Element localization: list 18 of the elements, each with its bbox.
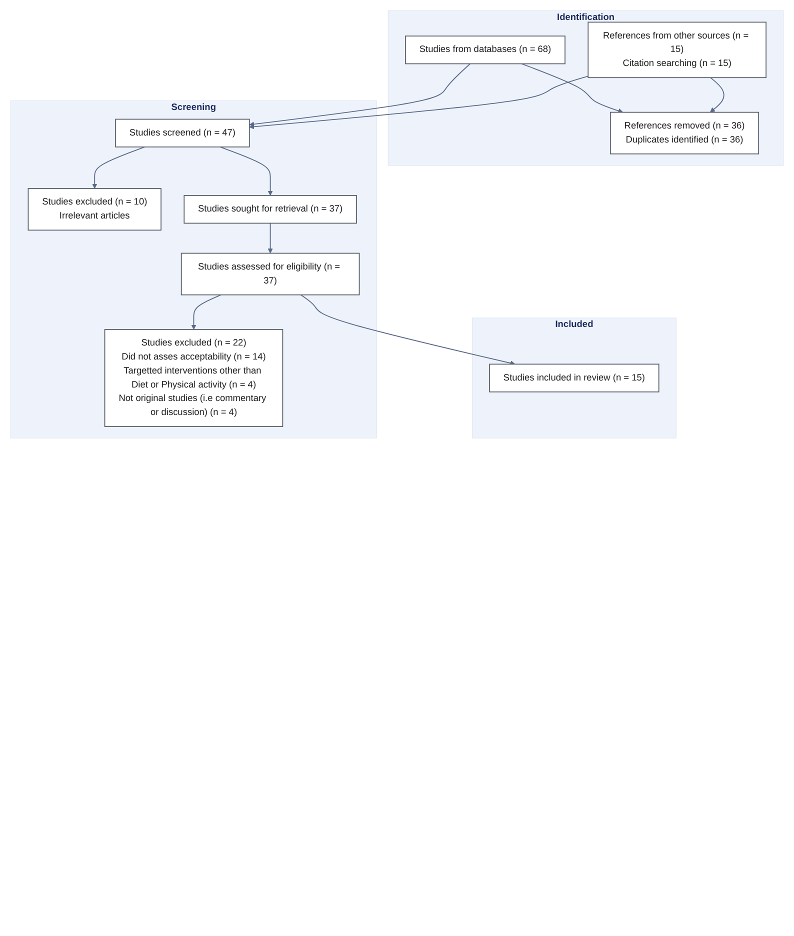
arrow [191,294,222,330]
node-box: Studies from databases (n = 68) [405,36,566,64]
arrow [268,222,273,254]
node-box: References removed (n = 36) Duplicates identified (n = 36) [610,112,760,154]
arrow [521,63,624,114]
arrow [92,146,146,189]
node-box: References from other sources (n = 15) Citation searching (n = 15) [588,22,766,78]
arrow [300,294,516,366]
node-box: Studies screened (n = 47) [115,118,250,148]
node-box: Studies assessed for eligibility (n = 37) [180,252,360,296]
arrow [220,146,273,196]
arrow [710,77,724,113]
node-box: Studies excluded (n = 22) Did not asses acceptability (n = 14) Targetted interventions other than Diet or Physical activity (n = 4) Not original studies (i.e commentary or discussion) (n = 4) [104,329,284,427]
node-box: Studies sought for retrieval (n = 37) [184,195,357,224]
node-box: Studies excluded (n = 10) Irrelevant articles [28,188,162,231]
arrow [249,76,589,130]
node-box: Studies included in review (n = 15) [489,364,660,392]
arrow [249,63,471,127]
